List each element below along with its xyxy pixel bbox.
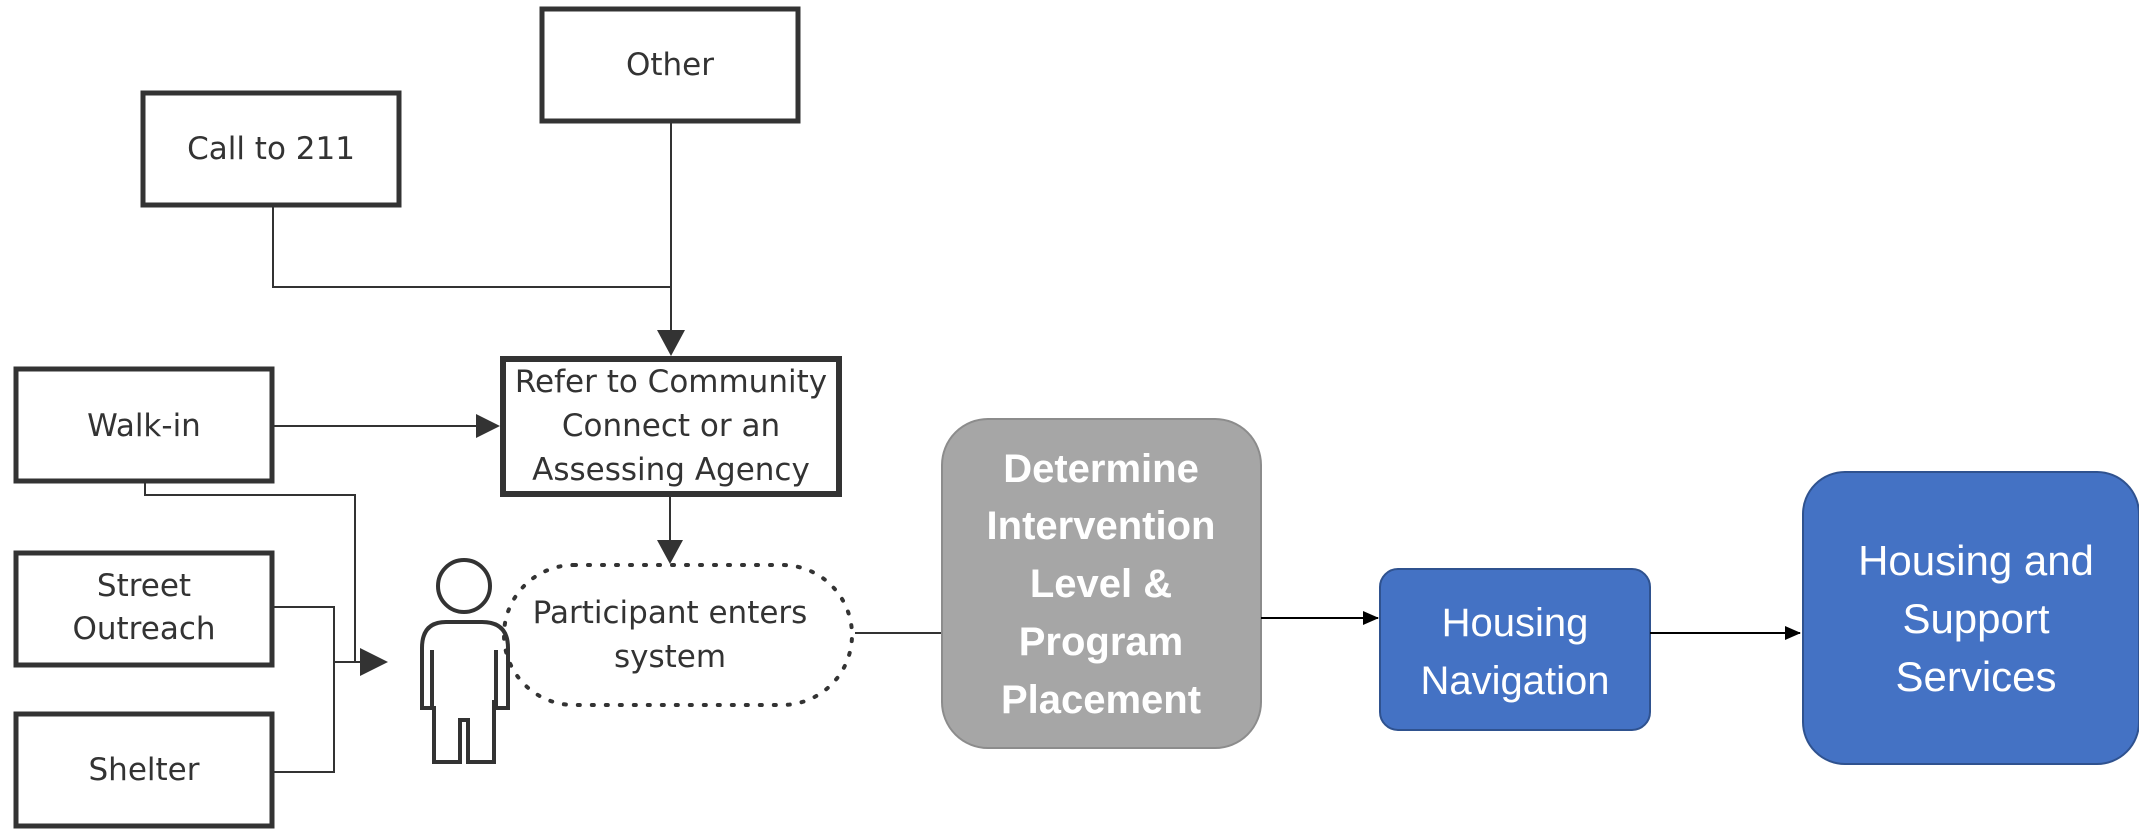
node-refer-line-3: Assessing Agency: [532, 452, 810, 488]
connector-walkin-person: [144, 483, 356, 662]
node-participant: Participant enters system: [502, 563, 854, 707]
node-determine-line-1: Determine: [1003, 447, 1199, 491]
node-housing-support-line-1: Housing and: [1858, 537, 2094, 584]
connectors: [144, 123, 942, 773]
node-housing-support-line-3: Services: [1895, 653, 2056, 700]
node-refer-line-2: Connect or an: [562, 408, 780, 444]
node-street-outreach: Street Outreach: [13, 550, 275, 668]
connector-call211: [272, 205, 671, 288]
arrowhead-right-refer: [476, 414, 500, 438]
arrowhead-down-participant: [657, 540, 683, 564]
connector-street-person: [274, 606, 335, 662]
node-walk-in-label: Walk-in: [87, 408, 201, 444]
arrowhead-down-refer: [657, 330, 685, 356]
node-housing-navigation-line-1: Housing: [1442, 601, 1589, 645]
node-call-211: Call to 211: [140, 90, 402, 208]
node-walk-in: Walk-in: [13, 366, 275, 484]
person-icon: [420, 558, 510, 764]
node-shelter-label: Shelter: [89, 752, 200, 788]
node-housing-navigation: Housing Navigation: [1379, 568, 1651, 731]
node-shelter: Shelter: [13, 711, 275, 829]
arrowhead-right-person: [360, 648, 388, 676]
node-street-outreach-line-1: Street: [97, 568, 191, 604]
node-call-211-label: Call to 211: [187, 131, 355, 167]
node-refer: Refer to Community Connect or an Assessi…: [500, 356, 842, 497]
node-refer-line-1: Refer to Community: [515, 364, 827, 400]
arrow-heads: [360, 330, 685, 676]
node-participant-line-2: system: [614, 639, 726, 675]
node-other-label: Other: [626, 47, 714, 83]
node-determine-line-5: Placement: [1001, 678, 1201, 722]
node-determine-line-4: Program: [1019, 620, 1184, 664]
node-determine-line-3: Level &: [1030, 562, 1172, 606]
node-other: Other: [539, 6, 801, 124]
node-street-outreach-line-2: Outreach: [72, 611, 215, 647]
node-determine: Determine Intervention Level & Program P…: [941, 418, 1262, 749]
node-housing-support-line-2: Support: [1902, 595, 2049, 642]
connector-shelter-person: [274, 662, 335, 773]
node-housing-navigation-line-2: Navigation: [1420, 659, 1609, 703]
node-determine-line-2: Intervention: [987, 504, 1216, 548]
node-participant-line-1: Participant enters: [533, 595, 808, 631]
node-housing-support: Housing and Support Services: [1802, 471, 2139, 765]
